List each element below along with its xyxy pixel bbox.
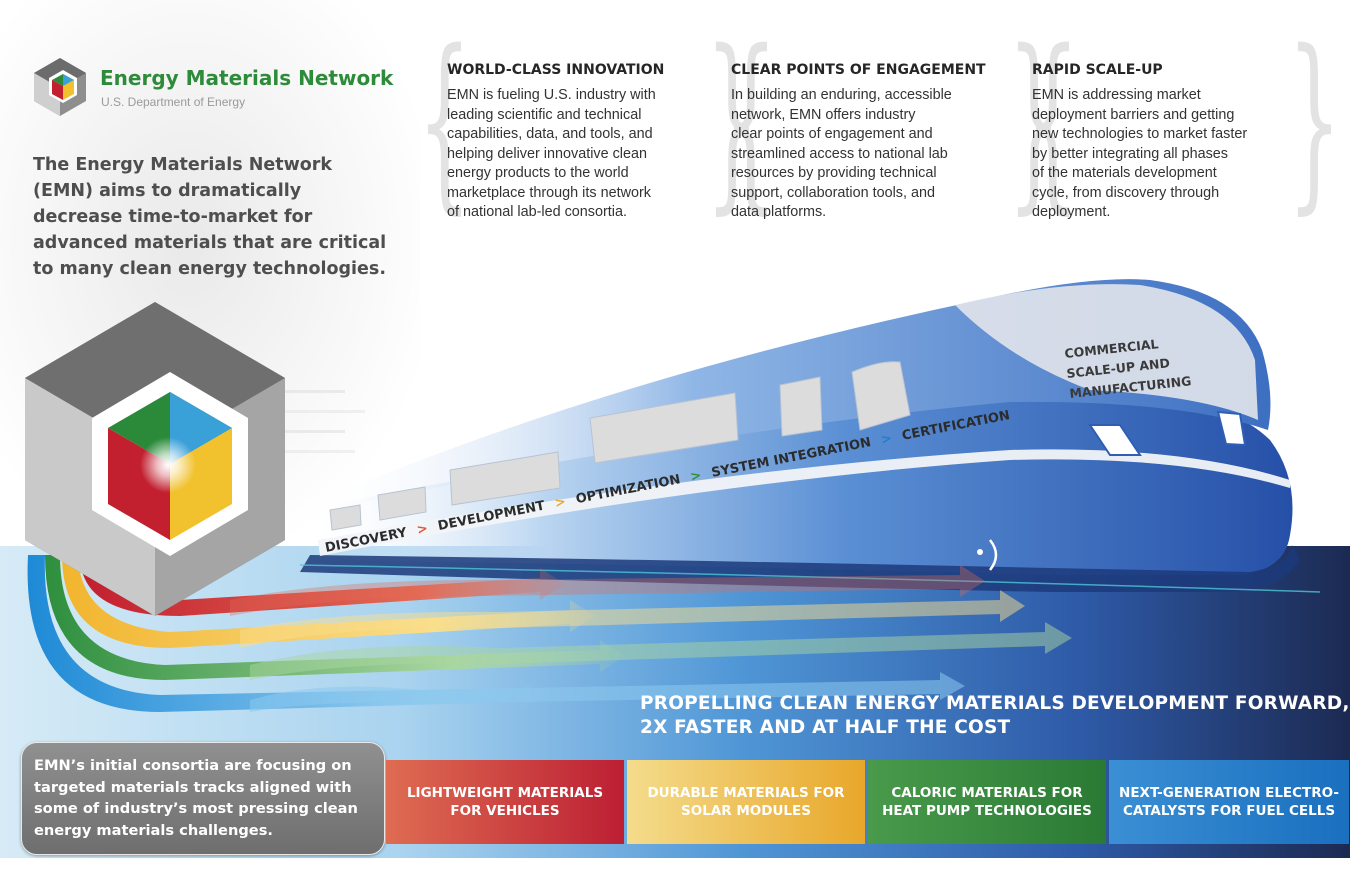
column-brace-right-3: } [1287, 10, 1342, 231]
column-brace-right-2: } [1007, 10, 1062, 231]
body-line: resources by providing technical [731, 165, 937, 181]
column-body: EMN is addressing market deployment barr… [1032, 86, 1277, 223]
tagline-line-2: 2X FASTER AND AT HALF THE COST [640, 717, 1011, 738]
body-line: by better integrating all phases [1032, 145, 1228, 162]
emn-logo-icon [34, 58, 86, 116]
column-body: In building an enduring, accessible netw… [731, 86, 996, 223]
tagline: PROPELLING CLEAN ENERGY MATERIALS DEVELO… [640, 692, 1350, 740]
track-title-line: LIGHTWEIGHT MATERIALS [406, 785, 604, 801]
body-line: deployment. [1032, 204, 1111, 220]
tagline-line-1: PROPELLING CLEAN ENERGY MATERIALS DEVELO… [640, 693, 1350, 714]
info-column-scale-up: RAPID SCALE-UP EMN is addressing market … [1032, 62, 1277, 223]
column-brace-left-2: { [723, 10, 778, 231]
track-title-line: HEAT PUMP TECHNOLOGIES [882, 803, 1092, 819]
windshield [955, 284, 1258, 420]
info-column-innovation: WORLD-CLASS INNOVATION EMN is fueling U.… [447, 62, 687, 223]
track-lightweight-materials: LIGHTWEIGHT MATERIALS FOR VEHICLES [386, 760, 624, 844]
body-line: EMN is addressing market [1032, 87, 1201, 103]
track-title-line: CATALYSTS FOR FUEL CELLS [1122, 803, 1336, 819]
organization-title: Energy Materials Network [100, 66, 394, 90]
track-title-line: DURABLE MATERIALS FOR [647, 785, 845, 801]
emn-cube-emblem [25, 302, 285, 616]
footer-strip [0, 858, 1350, 874]
column-heading: CLEAR POINTS OF ENGAGEMENT [731, 62, 986, 78]
track-title-line: FOR VEHICLES [450, 803, 560, 819]
body-line: leading scientific and technical [447, 106, 642, 123]
body-line: clear points of engagement and [731, 126, 933, 142]
column-brace-right-1: } [705, 10, 760, 231]
body-line: In building an enduring, accessible [731, 87, 952, 103]
info-column-engagement: CLEAR POINTS OF ENGAGEMENT In building a… [731, 62, 996, 223]
column-heading: WORLD-CLASS INNOVATION [447, 62, 665, 78]
consortia-note-box: EMN’s initial consortia are focusing on … [21, 742, 385, 855]
track-title-line: CALORIC MATERIALS FOR [891, 785, 1083, 801]
column-heading: RAPID SCALE-UP [1032, 62, 1163, 78]
column-brace-left-3: { [1025, 10, 1080, 231]
intro-paragraph: The Energy Materials Network (EMN) aims … [33, 155, 387, 279]
body-line: network, EMN offers industry [731, 106, 916, 123]
body-line: EMN is fueling U.S. industry with [447, 87, 656, 103]
track-caloric-materials: CALORIC MATERIALS FOR HEAT PUMP TECHNOLO… [868, 760, 1106, 844]
body-line: of the materials development [1032, 165, 1217, 181]
track-title-line: SOLAR MODULES [681, 803, 811, 819]
track-title-line: NEXT-GENERATION ELECTRO- [1119, 785, 1339, 801]
body-line: streamlined access to national lab [731, 145, 948, 162]
body-line: data platforms. [731, 204, 827, 220]
consortia-note-text: EMN’s initial consortia are focusing on … [34, 757, 358, 839]
body-line: energy products to the world [447, 165, 629, 181]
header-logo: Energy Materials Network U.S. Department… [30, 56, 393, 116]
train-windows [329, 361, 911, 531]
materials-arrows [27, 555, 1072, 712]
body-line: deployment barriers and getting [1032, 106, 1235, 123]
body-line: capabilities, data, and tools, and [447, 126, 653, 142]
body-line: cycle, from discovery through [1032, 184, 1220, 201]
body-line: support, collaboration tools, and [731, 184, 935, 201]
column-body: EMN is fueling U.S. industry with leadin… [447, 86, 687, 223]
column-brace-left-1: { [417, 10, 472, 231]
track-electrocatalysts: NEXT-GENERATION ELECTRO- CATALYSTS FOR F… [1109, 760, 1349, 844]
body-line: marketplace through its network [447, 184, 651, 201]
motion-streaks [285, 390, 365, 453]
train-stripe [318, 449, 1290, 556]
body-line: new technologies to market faster [1032, 126, 1248, 142]
organization-subtitle: U.S. Department of Energy [101, 95, 246, 109]
bullet-train [299, 279, 1321, 593]
rail-line [299, 564, 1321, 593]
track-durable-materials: DURABLE MATERIALS FOR SOLAR MODULES [627, 760, 865, 844]
body-line: helping deliver innovative clean [447, 145, 648, 162]
body-line: of national lab-led consortia. [447, 204, 627, 220]
